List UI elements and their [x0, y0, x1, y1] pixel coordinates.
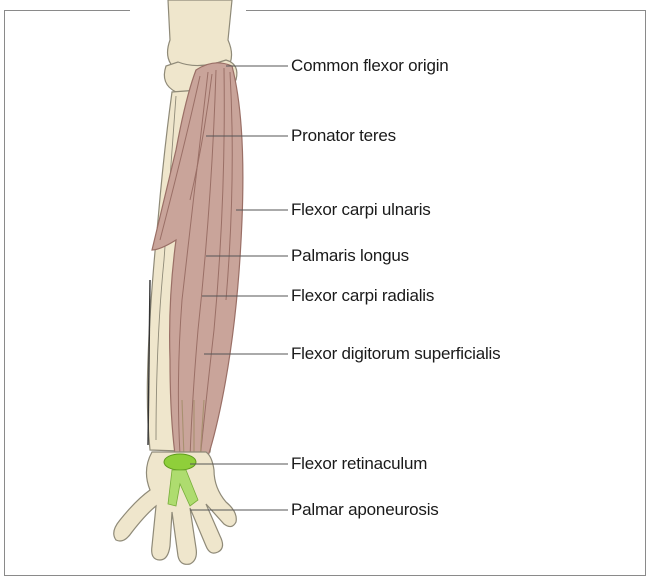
label-flexor-retinaculum: Flexor retinaculum [291, 454, 427, 474]
label-flexor-digitorum-superficialis: Flexor digitorum superficialis [291, 344, 500, 364]
retinaculum-shape [164, 454, 196, 470]
label-common-flexor-origin: Common flexor origin [291, 56, 449, 76]
label-flexor-carpi-ulnaris: Flexor carpi ulnaris [291, 200, 431, 220]
label-palmaris-longus: Palmaris longus [291, 246, 409, 266]
label-flexor-carpi-radialis: Flexor carpi radialis [291, 286, 434, 306]
label-pronator-teres: Pronator teres [291, 126, 396, 146]
label-palmar-aponeurosis: Palmar aponeurosis [291, 500, 439, 520]
